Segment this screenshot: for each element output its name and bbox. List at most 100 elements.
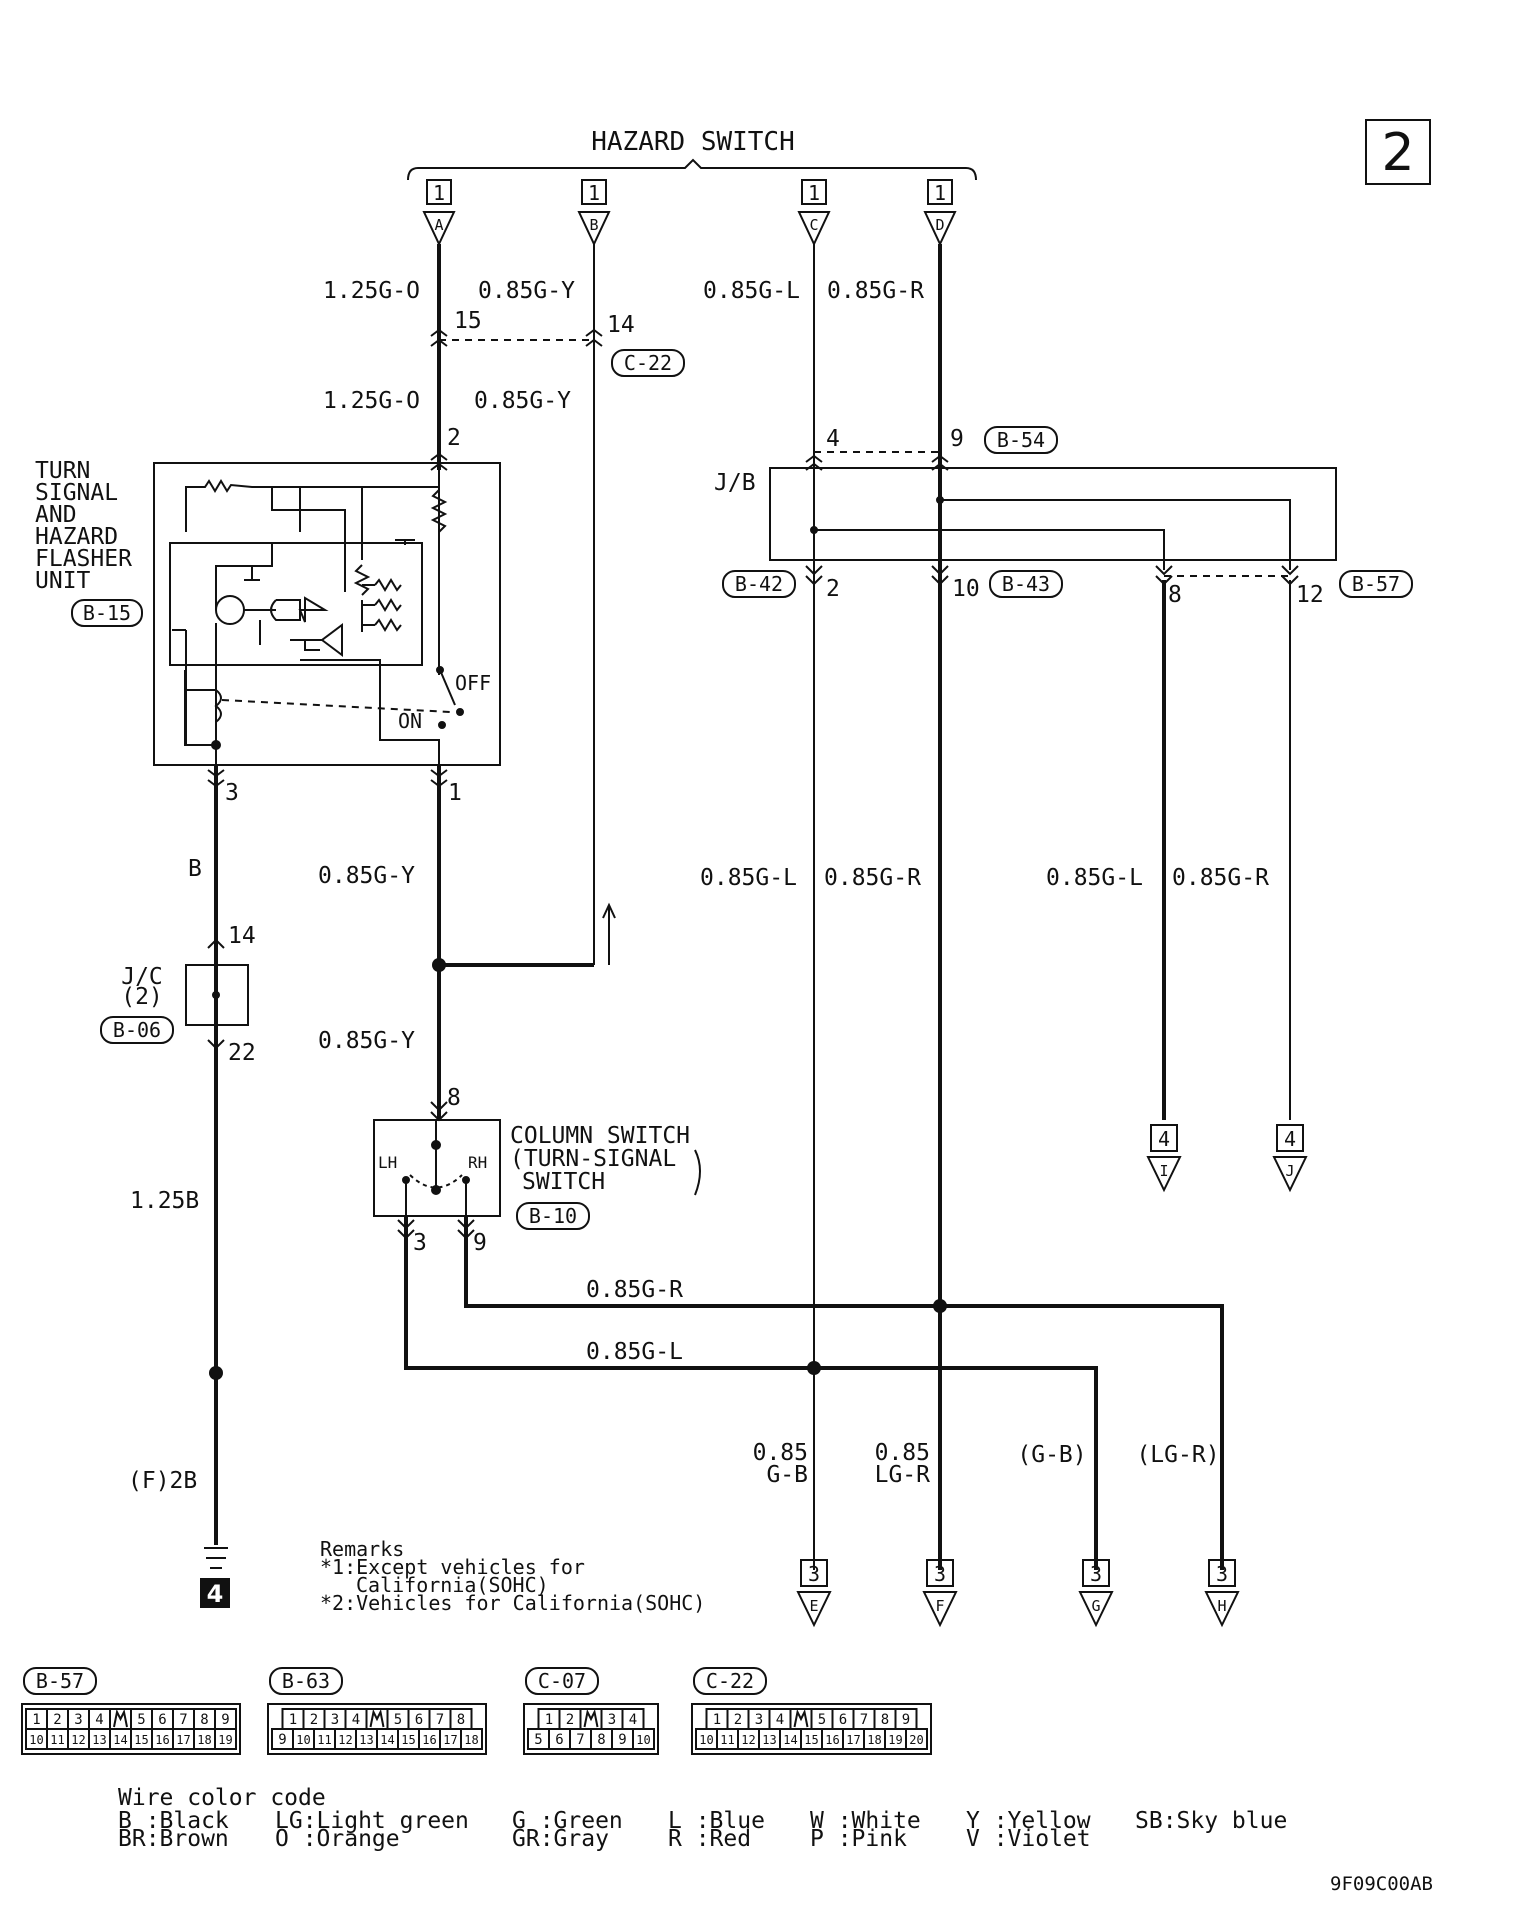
wire-ground-upper-label: B: [188, 856, 202, 882]
wire-lh-bus-label: 0.85G-L: [586, 1339, 683, 1365]
offpage-i: 4 I: [1146, 1124, 1182, 1193]
connector-pin: 19: [888, 1733, 902, 1747]
connector-pin: 8: [457, 1712, 465, 1728]
connector-pin: 3: [608, 1712, 616, 1728]
connector-pin: 14: [113, 1733, 127, 1747]
color-code-w: W :White: [810, 1808, 921, 1834]
connector-pin: 14: [783, 1733, 797, 1747]
column-switch-internal: [402, 1120, 470, 1216]
pin-2-jb-out: 2: [826, 576, 840, 602]
connector-pin: 3: [331, 1712, 339, 1728]
wire-ground-bottom-label: (F)2B: [128, 1468, 197, 1494]
connector-pin: 7: [436, 1712, 444, 1728]
svg-text:F: F: [935, 1597, 944, 1615]
connector-pin: 5: [137, 1712, 145, 1728]
connector-pin: 14: [380, 1733, 394, 1747]
svg-text:1: 1: [588, 181, 600, 205]
connector-pin: 2: [53, 1712, 61, 1728]
wire-a-top-label: 1.25G-O: [323, 278, 420, 304]
flasher-on: ON: [398, 709, 422, 733]
connector-pin: 9: [221, 1712, 229, 1728]
wire-f-label-bottom: LG-R: [875, 1462, 931, 1488]
color-code-r: R :Red: [668, 1826, 751, 1852]
connector-pin: 15: [134, 1733, 148, 1747]
wire-h-label: (LG-R): [1136, 1442, 1219, 1468]
svg-text:3: 3: [1216, 1562, 1228, 1586]
svg-text:1: 1: [934, 181, 946, 205]
wire-d-lower-label: 0.85G-R: [824, 865, 921, 891]
connector-pin: 13: [762, 1733, 776, 1747]
connector-pin: 3: [74, 1712, 82, 1728]
pin-14: 14: [607, 312, 635, 338]
wire-b-mid-label: 0.85G-Y: [474, 388, 571, 414]
connector-pin: 2: [566, 1712, 574, 1728]
connector-pin: 17: [846, 1733, 860, 1747]
connector-pin: 6: [415, 1712, 423, 1728]
offpage-e: 3 E: [796, 1559, 832, 1628]
connector-pin: 1: [32, 1712, 40, 1728]
flasher-unit-box: [153, 462, 501, 766]
jc-label-1: J/C: [121, 964, 163, 990]
pin-9-jb: 9: [950, 426, 964, 452]
pin-8-jb-out: 8: [1168, 582, 1182, 608]
connector-c22: C-22: [624, 351, 672, 375]
connector-pin: 7: [576, 1732, 584, 1748]
connector-pin: 6: [158, 1712, 166, 1728]
connector-b10: B-10: [529, 1204, 577, 1228]
svg-text:D: D: [935, 216, 944, 234]
wire-a-mid-label: 1.25G-O: [323, 388, 420, 414]
connector-pin: 7: [860, 1712, 868, 1728]
svg-text:G: G: [1091, 1597, 1100, 1615]
connector-pin: 2: [310, 1712, 318, 1728]
connector-b42: B-42: [735, 572, 783, 596]
flasher-label-1: TURN: [35, 458, 90, 484]
connector-pin: 8: [597, 1732, 605, 1748]
flasher-label-5: FLASHER: [35, 546, 132, 572]
column-lh: LH: [378, 1153, 397, 1172]
connector-pin: 11: [317, 1733, 331, 1747]
color-code-v: V :Violet: [966, 1826, 1091, 1852]
connector-pin: 4: [629, 1712, 637, 1728]
pin-22-jc: 22: [228, 1040, 256, 1066]
connector-pin: 13: [92, 1733, 106, 1747]
ground-symbol: [204, 1547, 228, 1569]
connector-b57: B-57: [1352, 572, 1400, 596]
offpage-h: 3 H: [1204, 1559, 1240, 1628]
remarks-1b: California(SOHC): [356, 1573, 549, 1597]
connector-b54: B-54: [997, 428, 1045, 452]
connector-cell: [632, 1728, 655, 1750]
color-code-o: O :Orange: [275, 1826, 400, 1852]
remarks-1: *1:Except vehicles for: [320, 1555, 585, 1579]
connector-view-label: B-63: [282, 1669, 330, 1693]
connector-pin: 2: [734, 1712, 742, 1728]
column-switch-label-1: COLUMN SWITCH: [510, 1123, 690, 1149]
jb-internal: [810, 496, 1291, 570]
pin-9-column: 9: [473, 1230, 487, 1256]
offpage-j: 4 J: [1272, 1124, 1308, 1193]
connector-pin: 15: [401, 1733, 415, 1747]
pin-8-column: 8: [447, 1085, 461, 1111]
column-switch-label-2: (TURN-SIGNAL: [510, 1146, 676, 1172]
wire-j-lower-label: 0.85G-L: [1046, 865, 1143, 891]
connector-pin: 4: [95, 1712, 103, 1728]
connector-pin: 18: [464, 1733, 478, 1747]
offpage-g: 3 G: [1078, 1559, 1114, 1628]
connector-pin: 8: [200, 1712, 208, 1728]
svg-text:I: I: [1159, 1162, 1168, 1180]
column-switch-paren: [694, 1149, 701, 1196]
svg-text:3: 3: [934, 1562, 946, 1586]
connector-pin: 19: [218, 1733, 232, 1747]
flasher-label-3: AND: [35, 502, 77, 528]
connector-pin: 6: [839, 1712, 847, 1728]
pin-12-jb-out: 12: [1296, 582, 1324, 608]
wire-rh-bus: [464, 1216, 1224, 1570]
wire-rh-bus-label: 0.85G-R: [586, 1277, 683, 1303]
color-code-sb: SB:Sky blue: [1135, 1808, 1287, 1834]
svg-text:1: 1: [808, 181, 820, 205]
connector-key: [113, 1708, 128, 1728]
connector-pin: 1: [713, 1712, 721, 1728]
wire-ground-lower-label: 1.25B: [130, 1188, 199, 1214]
flasher-off: OFF: [455, 671, 491, 695]
